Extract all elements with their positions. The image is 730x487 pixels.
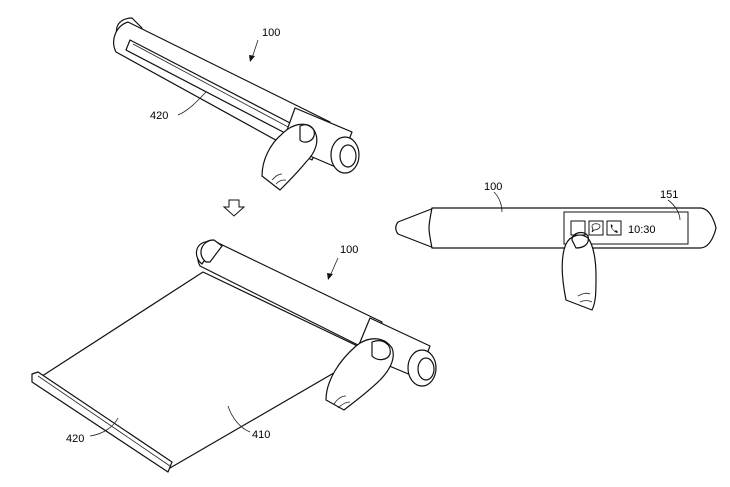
label-pen-top: 100 — [262, 27, 280, 39]
phone-icon[interactable] — [606, 220, 622, 236]
label-strip-bottom: 420 — [66, 433, 84, 445]
display-time: 10:30 — [628, 224, 656, 236]
pen-extended — [31, 239, 437, 473]
pen-display-tip — [395, 207, 435, 249]
finger-bottom — [325, 338, 394, 411]
pen-extended-tip — [200, 239, 223, 263]
label-pen-right: 100 — [484, 181, 502, 193]
chat-bubble-icon[interactable] — [588, 220, 604, 236]
label-display-right: 151 — [660, 189, 678, 201]
label-sheet-bottom: 410 — [252, 429, 270, 441]
finger-right — [561, 234, 597, 311]
down-arrow-icon — [222, 199, 246, 217]
label-pen-bottom: 100 — [340, 244, 358, 256]
label-strip-top: 420 — [150, 110, 168, 122]
pen-closed — [113, 17, 360, 191]
sheet-strip — [31, 371, 173, 473]
pen-display: 10:30 — [395, 207, 717, 311]
